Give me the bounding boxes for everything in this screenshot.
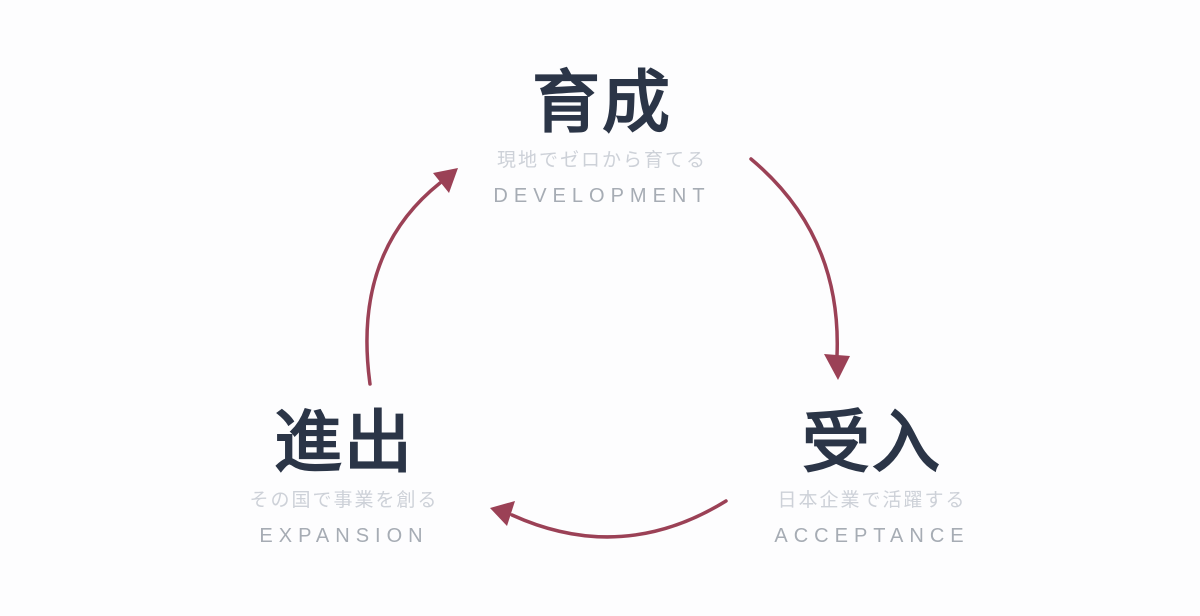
node-acceptance: 受入 日本企業で活躍する ACCEPTANCE <box>774 405 970 550</box>
node-acceptance-title: 受入 <box>801 405 942 481</box>
node-expansion: 進出 その国で事業を創る EXPANSION <box>249 405 439 550</box>
node-development: 育成 現地でゼロから育てる DEVELOPMENT <box>493 65 711 210</box>
node-expansion-title: 進出 <box>273 405 415 481</box>
node-development-subtitle-jp: 現地でゼロから育てる <box>496 150 707 172</box>
arrow-acceptance-to-expansion <box>490 499 728 539</box>
node-expansion-subtitle-en: EXPANSION <box>259 525 429 548</box>
node-expansion-subtitle-jp: その国で事業を創る <box>249 490 439 512</box>
node-acceptance-subtitle-jp: 日本企業で活躍する <box>777 490 967 512</box>
arrow-expansion-to-development <box>365 168 458 386</box>
node-development-subtitle-en: DEVELOPMENT <box>493 185 711 208</box>
node-acceptance-subtitle-en: ACCEPTANCE <box>774 525 970 548</box>
node-development-title: 育成 <box>531 65 672 141</box>
arrow-development-to-acceptance <box>749 157 850 380</box>
